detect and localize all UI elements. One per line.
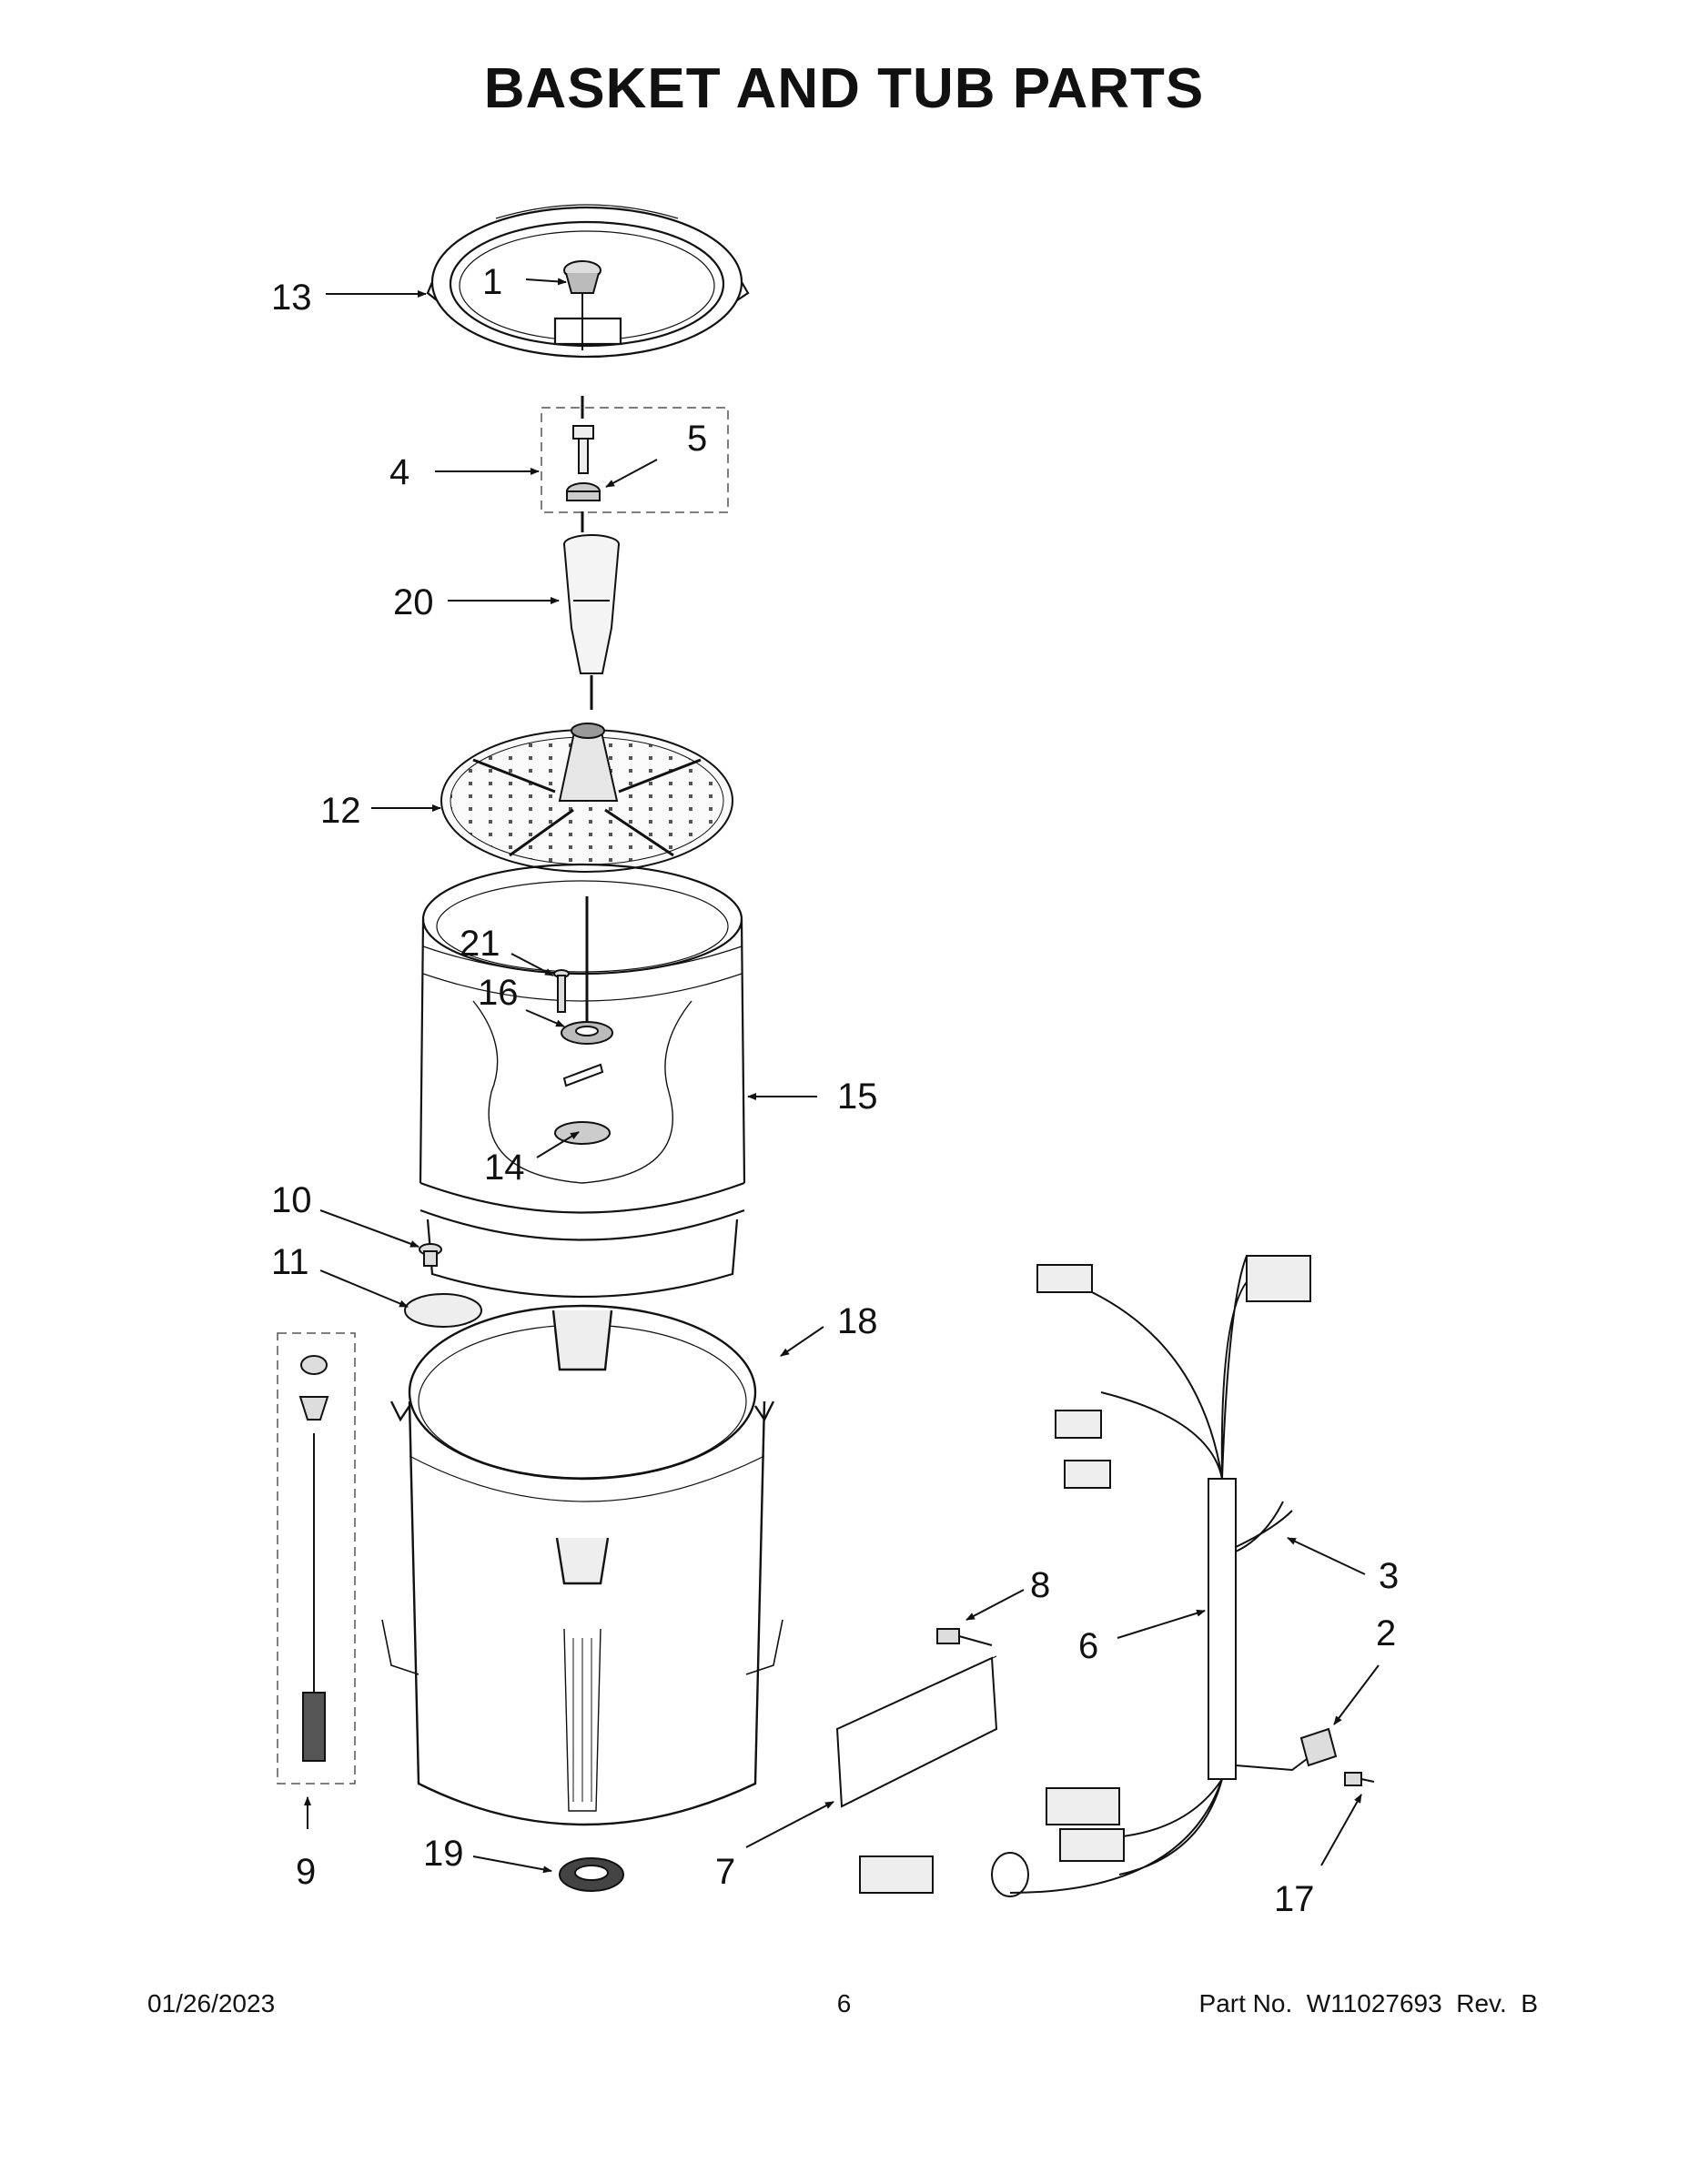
part-20-sleeve bbox=[563, 534, 620, 674]
page-title: BASKET AND TUB PARTS bbox=[483, 57, 1205, 120]
callout-4: 4 bbox=[389, 452, 409, 492]
part-13-basket-ring bbox=[426, 204, 750, 359]
part-19-seal bbox=[559, 1857, 624, 1892]
callout-11: 11 bbox=[271, 1242, 309, 1282]
callout-5: 5 bbox=[687, 419, 707, 459]
callout-19: 19 bbox=[423, 1834, 464, 1874]
callout-21: 21 bbox=[460, 924, 500, 964]
part-10-fastener bbox=[419, 1243, 442, 1267]
callout-6: 6 bbox=[1078, 1626, 1098, 1666]
part-11-disk bbox=[404, 1293, 482, 1328]
callout-15: 15 bbox=[837, 1077, 878, 1117]
part-3-tube bbox=[1235, 1501, 1284, 1552]
callout-17: 17 bbox=[1274, 1879, 1315, 1919]
part-12-impeller bbox=[440, 723, 733, 873]
part-9-group-box bbox=[277, 1332, 356, 1785]
callout-13: 13 bbox=[271, 278, 312, 318]
part-8-screw bbox=[936, 1628, 993, 1646]
callout-9: 9 bbox=[296, 1852, 316, 1892]
callout-10: 10 bbox=[271, 1180, 312, 1220]
part-14-clip bbox=[562, 1063, 604, 1087]
callout-16: 16 bbox=[478, 973, 519, 1013]
part-17-screw bbox=[1344, 1772, 1375, 1786]
callout-1: 1 bbox=[482, 262, 502, 302]
footer-page-number: 6 bbox=[836, 1989, 852, 2017]
part-2-clamp bbox=[1299, 1727, 1338, 1767]
callout-20: 20 bbox=[393, 582, 434, 622]
part-1-cap bbox=[563, 260, 601, 350]
part-5-washer bbox=[566, 482, 601, 501]
callout-18: 18 bbox=[837, 1301, 878, 1341]
callout-12: 12 bbox=[320, 791, 361, 831]
part-4-bolt bbox=[572, 425, 594, 474]
part-7-control-board bbox=[835, 1655, 998, 1808]
part-15-basket bbox=[419, 863, 746, 1299]
callout-14: 14 bbox=[484, 1148, 525, 1188]
footer-date: 01/26/2023 bbox=[147, 1989, 276, 2017]
callout-3: 3 bbox=[1379, 1556, 1399, 1596]
callout-labels: 13 1 4 5 20 12 21 16 15 14 10 11 18 9 19… bbox=[271, 262, 1399, 1919]
part-21-screw bbox=[553, 969, 570, 1013]
part-16-hub bbox=[561, 1021, 613, 1045]
callout-2: 2 bbox=[1376, 1613, 1396, 1653]
footer-part-number: Part No. W11027693 Rev. B bbox=[1198, 1989, 1538, 2017]
callout-arrows bbox=[304, 278, 1380, 1874]
part-4-group-box bbox=[541, 407, 729, 513]
callout-8: 8 bbox=[1030, 1565, 1050, 1605]
part-6-wire-harness bbox=[859, 1255, 1311, 1897]
part-18-outer-tub bbox=[381, 1304, 783, 1826]
callout-7: 7 bbox=[715, 1852, 735, 1892]
part-9-suspension-rod bbox=[298, 1355, 329, 1762]
